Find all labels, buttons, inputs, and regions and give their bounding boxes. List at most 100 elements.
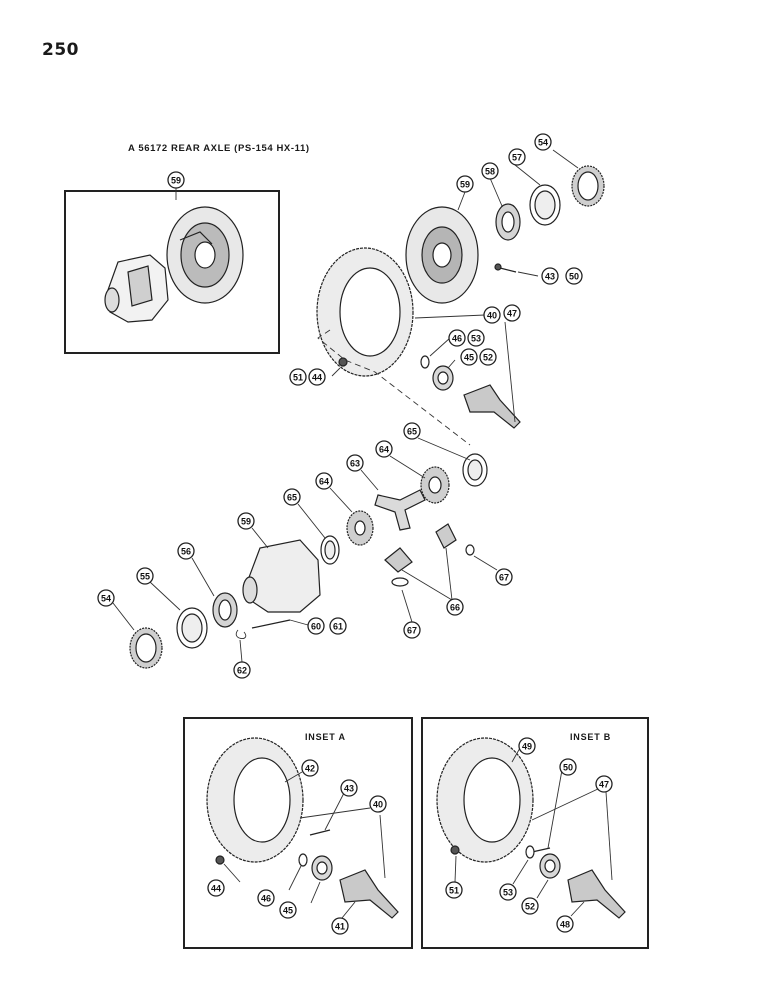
pinion-bearing-drawing xyxy=(432,365,454,391)
callout-main-2: 57 xyxy=(512,153,522,163)
inset-b-bearing xyxy=(539,853,561,879)
callout-main-12: 52 xyxy=(483,353,493,363)
inset-b-washer xyxy=(525,845,535,859)
callout-main-23-circle xyxy=(97,589,115,607)
callout-inset-a-0: 42 xyxy=(305,764,315,774)
callout-inset-b-3-circle xyxy=(445,881,463,899)
callout-main-27: 67 xyxy=(407,626,417,636)
callout-main-18: 64 xyxy=(319,477,329,487)
callout-inset-a-5-circle xyxy=(279,901,297,919)
callout-main-25-circle xyxy=(329,617,347,635)
inset-b-nut xyxy=(450,845,460,855)
callout-main-3-circle xyxy=(481,162,499,180)
flange-half-drawing xyxy=(166,206,244,304)
ring-gear-drawing xyxy=(316,247,414,377)
callout-main-7: 40 xyxy=(487,311,497,321)
bearing-cup-drawing xyxy=(529,184,561,226)
pinion-washer-drawing xyxy=(391,577,409,587)
callout-inset-b-2: 47 xyxy=(599,780,609,790)
bearing-cone-left-drawing xyxy=(212,592,238,628)
callout-main-26: 62 xyxy=(237,666,247,676)
callout-inset-a-2: 40 xyxy=(373,800,383,810)
callout-main-24: 60 xyxy=(311,622,321,632)
callout-inset-a-5: 45 xyxy=(283,906,293,916)
callout-main-29: 67 xyxy=(499,573,509,583)
spider-drawing xyxy=(374,489,426,531)
case-bolt-drawing xyxy=(251,619,291,629)
diagram-title: A 56172 REAR AXLE (PS-154 HX-11) xyxy=(128,143,310,154)
callout-main-6-circle xyxy=(565,267,583,285)
callout-main-12-circle xyxy=(479,348,497,366)
callout-main-5: 43 xyxy=(545,272,555,282)
callout-main-20: 59 xyxy=(241,517,251,527)
inset-a-pinion xyxy=(339,869,399,919)
adjusting-nut-left-drawing xyxy=(129,627,163,669)
inset-a-ring-gear xyxy=(206,737,304,863)
thrust-washer-left-drawing xyxy=(320,535,340,565)
flange-half-main-drawing xyxy=(405,206,479,304)
pinion-washer-right-drawing xyxy=(465,544,475,556)
callout-main-11-circle xyxy=(460,348,478,366)
inset-b-pinion xyxy=(567,869,626,919)
callout-inset-b-2-circle xyxy=(595,775,613,793)
callout-inset-a-6-circle xyxy=(331,917,349,935)
callout-main-27-circle xyxy=(403,621,421,639)
callout-inset-a-3: 44 xyxy=(211,884,221,894)
callout-inset-b-4-circle xyxy=(499,883,517,901)
callout-inset-a-3-circle xyxy=(207,879,225,897)
callout-inset-a-4-circle xyxy=(257,889,275,907)
callout-main-13: 51 xyxy=(293,373,303,383)
callout-main-29-circle xyxy=(495,568,513,586)
callout-main-17-circle xyxy=(346,454,364,472)
callout-main-28: 66 xyxy=(450,603,460,613)
callout-inset-a-6: 41 xyxy=(335,922,345,932)
callout-main-14-circle xyxy=(308,368,326,386)
callout-main-9-circle xyxy=(448,329,466,347)
carrier-case-drawing xyxy=(104,254,169,323)
callout-inset-b-5: 52 xyxy=(525,902,535,912)
callout-main-20-circle xyxy=(237,512,255,530)
callout-inset-a-2-circle xyxy=(369,795,387,813)
inset-a-bolt xyxy=(309,829,331,836)
bolt-drawing xyxy=(494,263,517,273)
adjusting-nut-drawing xyxy=(571,165,605,207)
leader-lines xyxy=(112,149,613,919)
callout-main-28-circle xyxy=(446,598,464,616)
callout-main-2-circle xyxy=(508,148,526,166)
callout-main-17: 63 xyxy=(350,459,360,469)
callout-main-19-circle xyxy=(283,488,301,506)
callout-main-4-circle xyxy=(456,175,474,193)
pinion-gear-drawing xyxy=(384,547,413,573)
callout-main-15: 65 xyxy=(407,427,417,437)
callout-inset-b-0-circle xyxy=(518,737,536,755)
callout-main-1: 54 xyxy=(538,138,548,148)
inset-b-label: INSET B xyxy=(570,732,612,742)
washer-drawing xyxy=(420,355,430,369)
callout-main-22-circle xyxy=(136,567,154,585)
callout-inset-b-3: 51 xyxy=(449,886,459,896)
inset-b-ring-gear xyxy=(436,737,534,863)
callout-main-14: 44 xyxy=(312,373,322,383)
pinion-gear-right-drawing xyxy=(435,523,457,549)
callout-main-13-circle xyxy=(289,368,307,386)
lock-nut-drawing xyxy=(338,357,348,367)
callout-main-18-circle xyxy=(315,472,333,490)
callout-main-26-circle xyxy=(233,661,251,679)
inset-a-nut xyxy=(215,855,225,865)
callout-inset-b-5-circle xyxy=(521,897,539,915)
callout-main-7-circle xyxy=(483,306,501,324)
bearing-cup-left-drawing xyxy=(176,607,208,649)
callout-main-21-circle xyxy=(177,542,195,560)
callout-main-10: 53 xyxy=(471,334,481,344)
inset-a-bearing xyxy=(311,855,333,881)
callout-inset-a-1-circle xyxy=(340,779,358,797)
callout-inset-b-4: 53 xyxy=(503,888,513,898)
side-gear-drawing xyxy=(420,466,450,504)
callout-main-6: 50 xyxy=(569,272,579,282)
callout-main-16-circle xyxy=(375,440,393,458)
callout-inset-b-1: 50 xyxy=(563,763,573,773)
page-number: 250 xyxy=(42,40,79,60)
drive-pinion-drawing xyxy=(463,384,521,429)
callout-main-0-circle xyxy=(167,171,185,189)
